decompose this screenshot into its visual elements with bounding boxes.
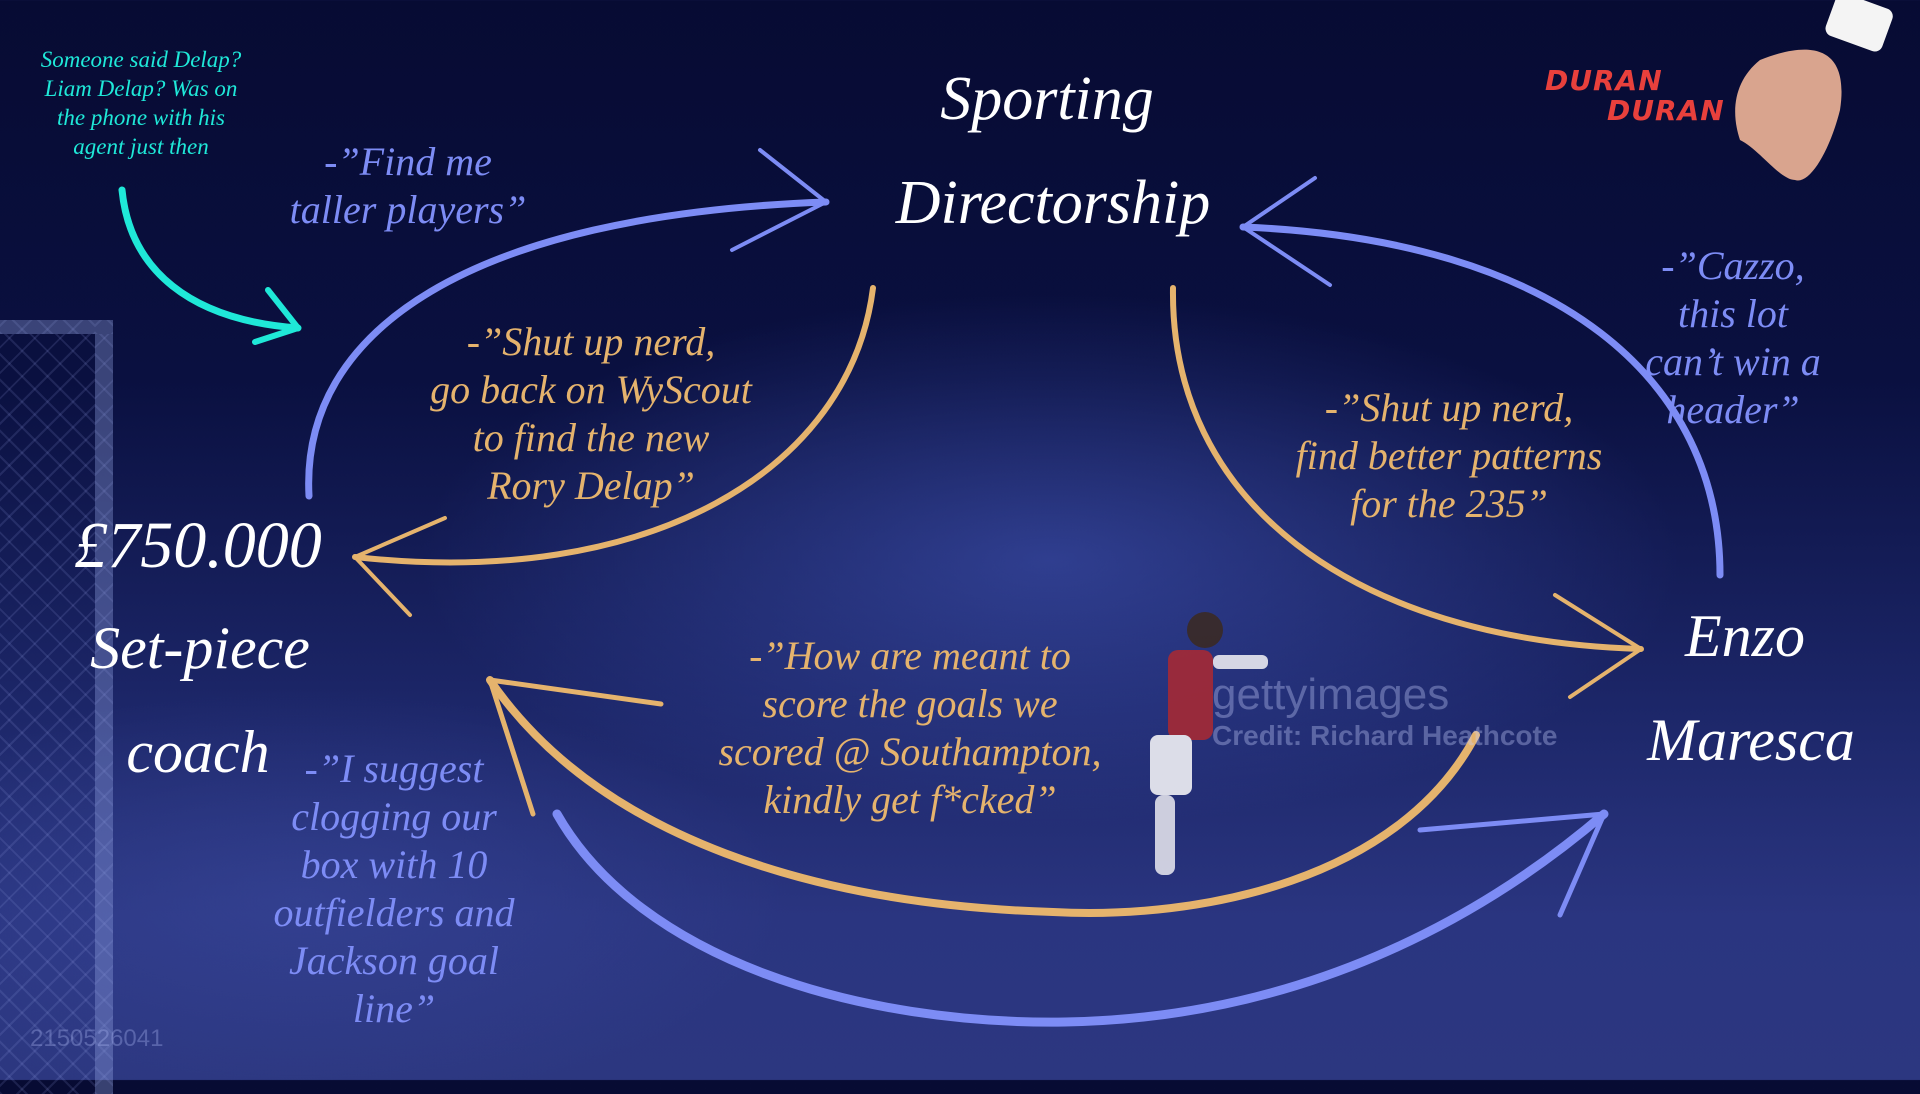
arrow-setpiece-to-maresca bbox=[552, 809, 1609, 1027]
background-goal-net bbox=[0, 320, 113, 1094]
duran-duran-logo: DURAN DURAN bbox=[1545, 66, 1725, 126]
getty-watermark: gettyimages Credit: Richard Heathcote bbox=[1212, 670, 1557, 752]
watermark-image-id: 2150526041 bbox=[30, 1025, 164, 1052]
arrow-director-to-maresca bbox=[1169, 285, 1644, 699]
node-coach: coach bbox=[126, 719, 270, 785]
quote-wyscout: -”Shut up nerd, go back on WyScout to fi… bbox=[430, 319, 752, 508]
arrow-maresca-to-director bbox=[1239, 176, 1724, 579]
hand-image bbox=[1735, 0, 1893, 181]
node-setpiece: Set-piece bbox=[90, 615, 310, 681]
arrow-side-note bbox=[118, 186, 302, 345]
logo-line-2: DURAN bbox=[1607, 94, 1725, 127]
node-price: £750.000 bbox=[74, 509, 322, 582]
arrow-maresca-to-setpiece bbox=[486, 676, 1480, 917]
logo-line-1: DURAN bbox=[1545, 64, 1663, 97]
watermark-credit: Credit: Richard Heathcote bbox=[1212, 720, 1558, 751]
watermark-brand: gettyimages bbox=[1212, 670, 1450, 719]
quote-find-taller: -”Find me taller players” bbox=[289, 139, 527, 232]
player-image bbox=[1150, 612, 1268, 875]
quote-cazzo: -”Cazzo, this lot can’t win a header” bbox=[1645, 243, 1821, 432]
arrow-setpiece-to-director bbox=[305, 148, 830, 500]
node-maresca: Maresca bbox=[1647, 707, 1855, 773]
quote-clogging: -”I suggest clogging our box with 10 out… bbox=[273, 746, 515, 1031]
node-enzo: Enzo bbox=[1685, 603, 1805, 669]
side-note: Someone said Delap? Liam Delap? Was on t… bbox=[40, 47, 242, 159]
quote-patterns: -”Shut up nerd, find better patterns for… bbox=[1295, 385, 1603, 526]
arrow-director-to-setpiece bbox=[352, 285, 876, 617]
node-directorship: Directorship bbox=[895, 169, 1211, 237]
node-sporting: Sporting bbox=[940, 65, 1154, 133]
quote-southampton: -”How are meant to score the goals we sc… bbox=[718, 633, 1102, 822]
